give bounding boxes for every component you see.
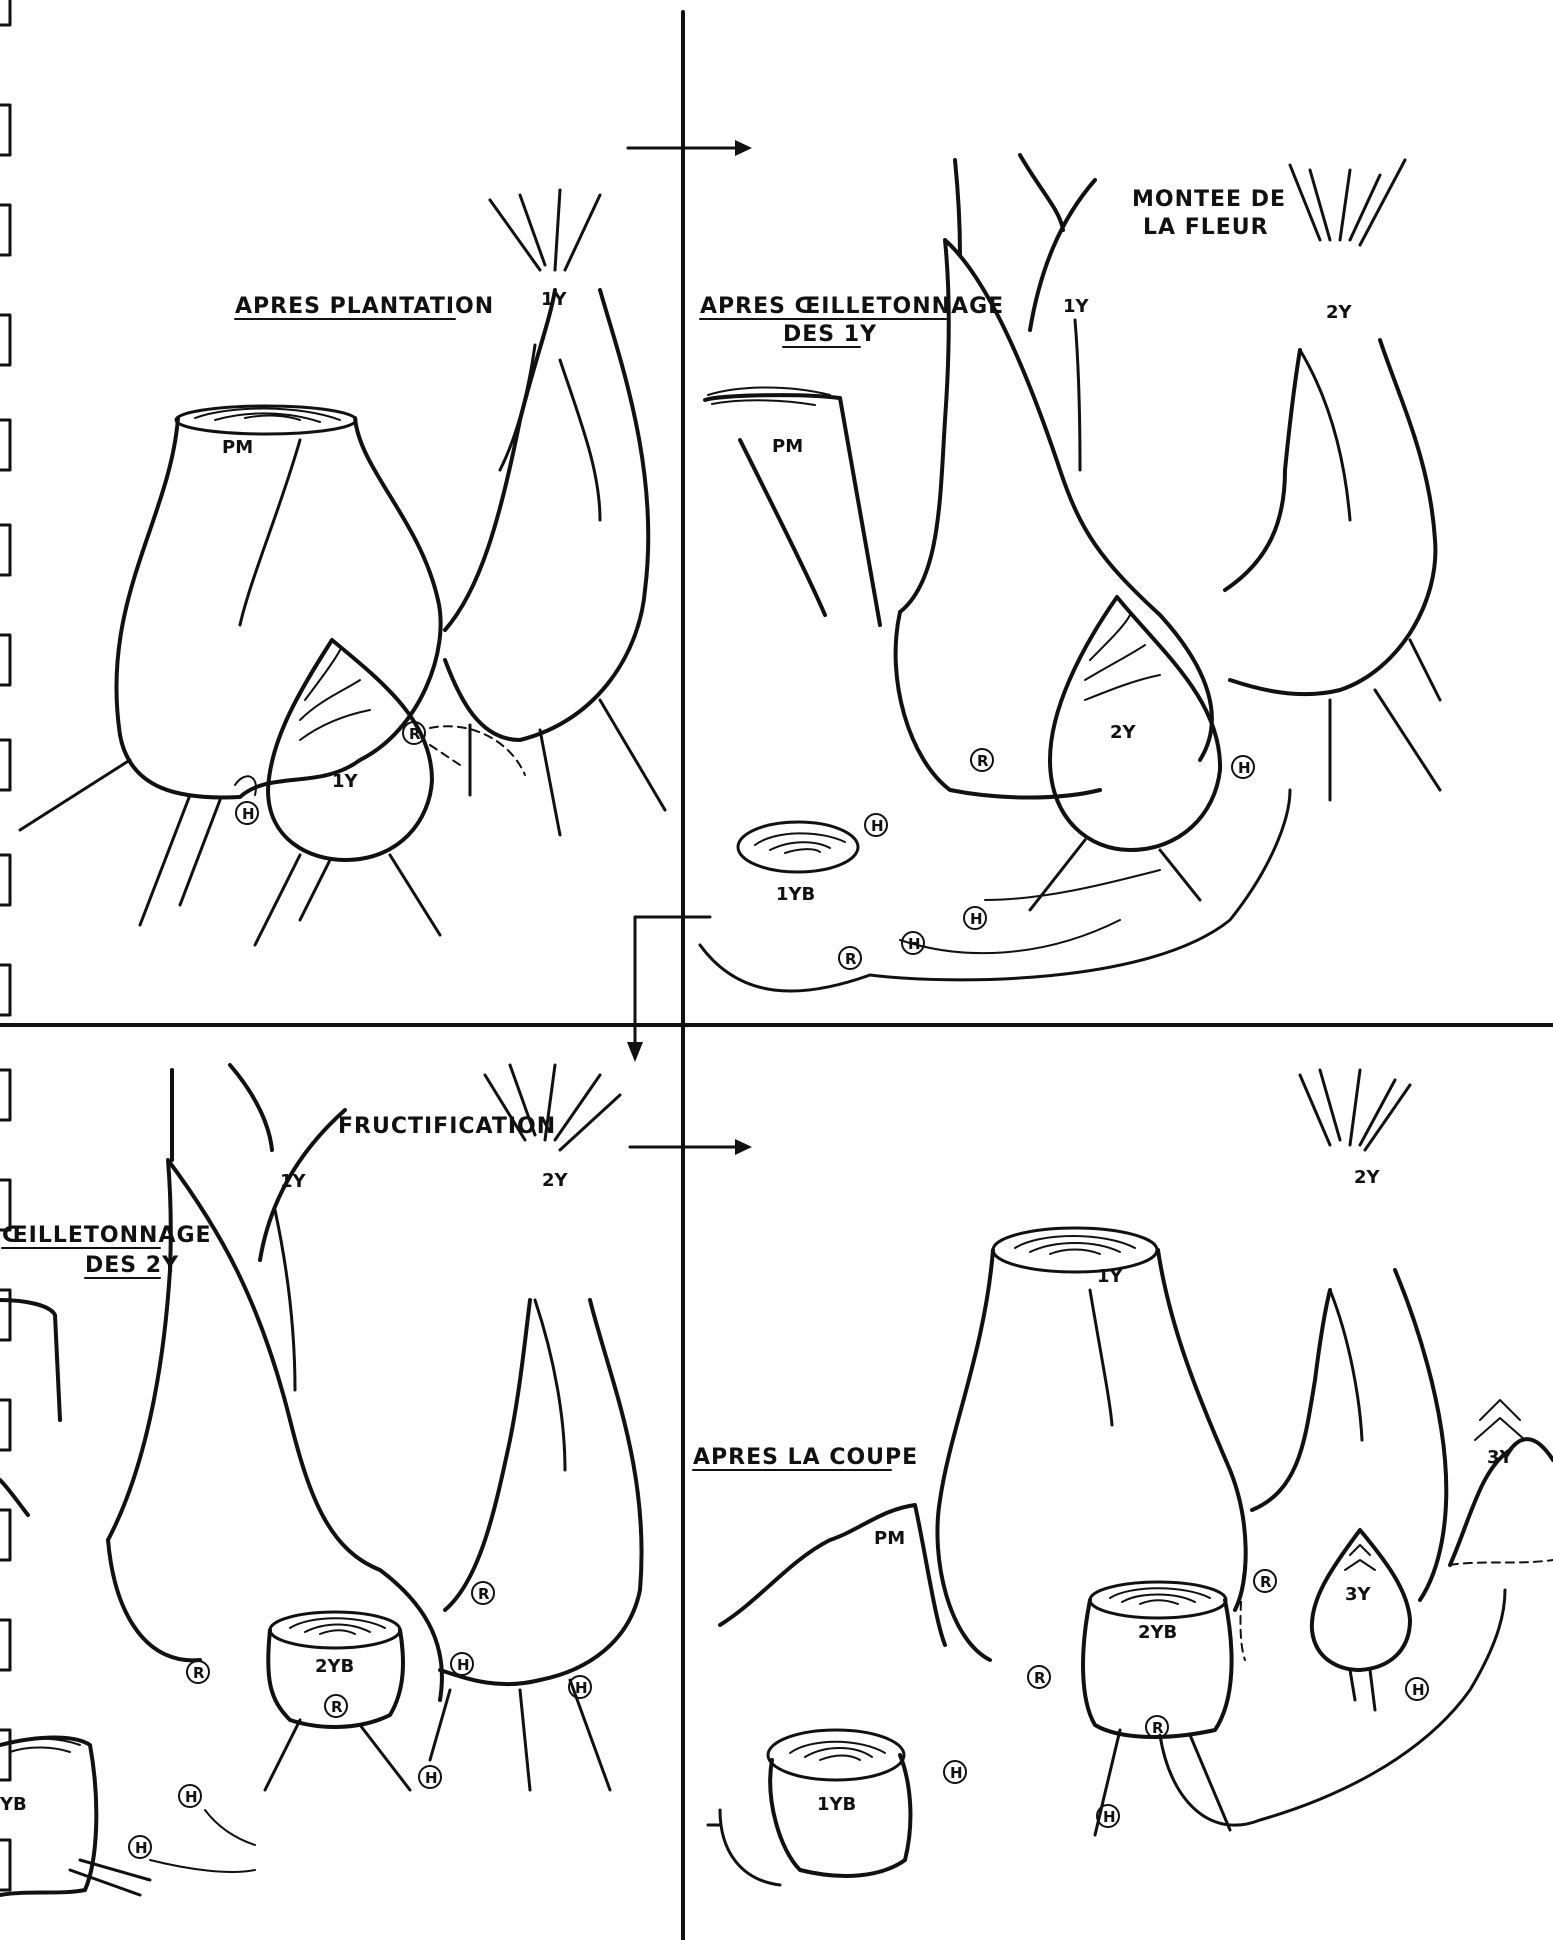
- panel-title-oeilletonnage-2y-line1: ŒILLETONNAGE: [2, 1223, 212, 1248]
- svg-text:R: R: [977, 752, 989, 770]
- svg-text:R: R: [845, 950, 857, 968]
- svg-text:H: H: [135, 1839, 148, 1857]
- markers-bottom-left: R R R H H H H H: [70, 1582, 591, 1895]
- panel-bottom-left: ŒILLETONNAGE DES 2Y FRUCTIFICATION 1Y 2Y…: [0, 1065, 642, 1895]
- panel-title-apres-plantation: APRES PLANTATION: [235, 294, 494, 319]
- note-montee-de-la-fleur-line2: LA FLEUR: [1143, 215, 1269, 240]
- flow-arrows: [627, 140, 752, 1155]
- cut-yb-bottom-left: YB: [0, 1300, 96, 1895]
- svg-text:H: H: [575, 1679, 588, 1697]
- svg-text:H: H: [1238, 759, 1251, 777]
- label-1y-top-right: 1Y: [1063, 296, 1090, 317]
- panel-title-oeilletonnage-2y-line2: DES 2Y: [85, 1253, 179, 1278]
- label-1yb-bottom-right: 1YB: [817, 1794, 856, 1815]
- label-1y-right: 1Y: [541, 289, 568, 310]
- mother-plant-pm: PM: [20, 406, 441, 925]
- label-2yb-bottom-right: 2YB: [1138, 1622, 1177, 1643]
- main-plant-1y-bottom-left: 1Y: [108, 1065, 442, 1700]
- label-2y-top-right: 2Y: [1326, 302, 1353, 323]
- svg-text:H: H: [871, 817, 884, 835]
- label-3y-right: 3Y: [1487, 1447, 1514, 1468]
- cut-1yb: 1YB: [738, 822, 858, 905]
- svg-text:R: R: [1034, 1669, 1046, 1687]
- label-2y-bottom-left: 2Y: [542, 1170, 569, 1191]
- panel-top-left: APRES PLANTATION PM 1Y 1Y R: [20, 190, 665, 945]
- note-montee-de-la-fleur-line1: MONTEE DE: [1132, 187, 1286, 212]
- markers-top-right: R H H H R H: [700, 749, 1290, 991]
- label-3y-small: 3Y: [1345, 1584, 1372, 1605]
- svg-text:R: R: [1260, 1573, 1272, 1591]
- svg-text:H: H: [950, 1764, 963, 1782]
- svg-text:H: H: [185, 1788, 198, 1806]
- panel-bottom-right: APRES LA COUPE 1Y PM 2YB 1YB: [693, 1070, 1553, 1885]
- svg-text:H: H: [425, 1769, 438, 1787]
- label-2y-center: 2Y: [1110, 722, 1137, 743]
- panel-title-apres-oeilletonnage-line2: DES 1Y: [783, 322, 877, 347]
- svg-text:R: R: [409, 725, 421, 743]
- cut-pm-bottom-right: PM: [720, 1505, 945, 1645]
- sucker-2y-center: 2Y: [1030, 597, 1220, 910]
- label-pm: PM: [222, 437, 253, 458]
- label-1y-bottom-left: 1Y: [280, 1171, 307, 1192]
- svg-text:R: R: [193, 1664, 205, 1682]
- label-1yb: 1YB: [776, 884, 815, 905]
- label-pm-top-right: PM: [772, 436, 803, 457]
- sucker-2y-right: 2Y: [1225, 160, 1440, 800]
- panel-title-apres-oeilletonnage-line1: APRES ŒILLETONNAGE: [700, 294, 1004, 319]
- svg-text:R: R: [478, 1585, 490, 1603]
- cut-2yb-bottom-right: 2YB: [1083, 1582, 1232, 1835]
- sucker-3y-small: 3Y: [1312, 1530, 1410, 1710]
- binder-marks: [0, 0, 10, 1890]
- main-plant-1y: 1Y: [896, 155, 1212, 798]
- label-1y-center: 1Y: [332, 771, 359, 792]
- sucker-2y-bottom-right: 2Y: [1252, 1070, 1446, 1600]
- sucker-1y-right: 1Y: [445, 190, 665, 835]
- svg-text:H: H: [1412, 1681, 1425, 1699]
- svg-text:H: H: [970, 910, 983, 928]
- label-2yb-bottom-left: 2YB: [315, 1656, 354, 1677]
- sucker-1y-center: 1Y: [255, 640, 440, 945]
- sucker-3y-right: 3Y: [1450, 1400, 1553, 1565]
- svg-text:H: H: [242, 805, 255, 823]
- label-1y-bottom-right: 1Y: [1097, 1266, 1124, 1287]
- label-2y-bottom-right: 2Y: [1354, 1167, 1381, 1188]
- panel-title-apres-la-coupe: APRES LA COUPE: [693, 1445, 918, 1470]
- label-yb: YB: [0, 1794, 27, 1815]
- svg-text:R: R: [331, 1698, 343, 1716]
- panel-top-right: APRES ŒILLETONNAGE DES 1Y MONTEE DE LA F…: [700, 155, 1440, 991]
- svg-text:H: H: [1103, 1808, 1116, 1826]
- cut-1yb-bottom-right: 1YB: [708, 1730, 910, 1885]
- label-pm-bottom-right: PM: [874, 1528, 905, 1549]
- svg-text:H: H: [457, 1656, 470, 1674]
- svg-text:R: R: [1152, 1719, 1164, 1737]
- cut-mother-pm: PM: [705, 388, 880, 626]
- sucker-2y-bottom-left: 2Y: [430, 1065, 642, 1790]
